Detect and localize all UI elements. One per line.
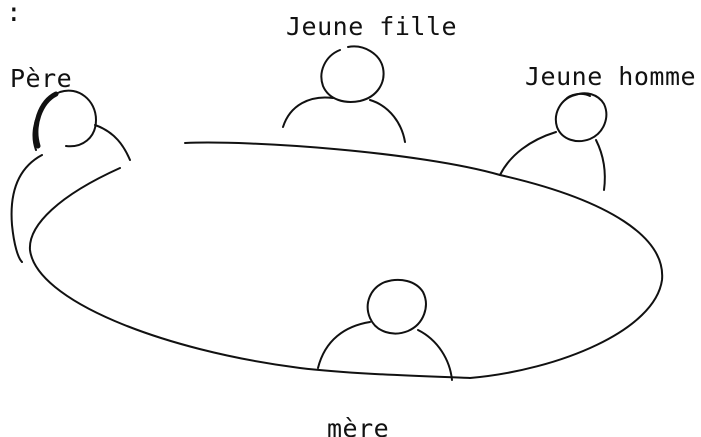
jeune-homme-shoulder-right	[595, 139, 606, 191]
colon-mark: :	[6, 0, 23, 28]
jeune-homme-head	[555, 92, 608, 143]
jeune-fille-head	[320, 45, 385, 103]
jeune-homme-shoulder-left	[499, 131, 557, 176]
label-pere: Père	[10, 64, 73, 93]
label-jeune-fille: Jeune fille	[286, 12, 458, 41]
pere-shoulder-right	[94, 124, 131, 161]
jeune-homme-head-tuft	[564, 92, 591, 101]
pere-head-shading	[33, 91, 59, 149]
label-jeune-homme: Jeune homme	[525, 62, 697, 91]
mere-shoulder-left	[317, 321, 371, 369]
mere-head	[366, 278, 427, 335]
table-oval	[28, 141, 664, 379]
jeune-fille-shoulders	[282, 96, 334, 128]
jeune-fille-shoulders-right	[369, 99, 406, 143]
label-mere: mère	[327, 414, 390, 437]
pere-head	[32, 89, 97, 151]
mere-shoulder-right	[417, 329, 453, 381]
pere-body-left	[10, 154, 43, 263]
